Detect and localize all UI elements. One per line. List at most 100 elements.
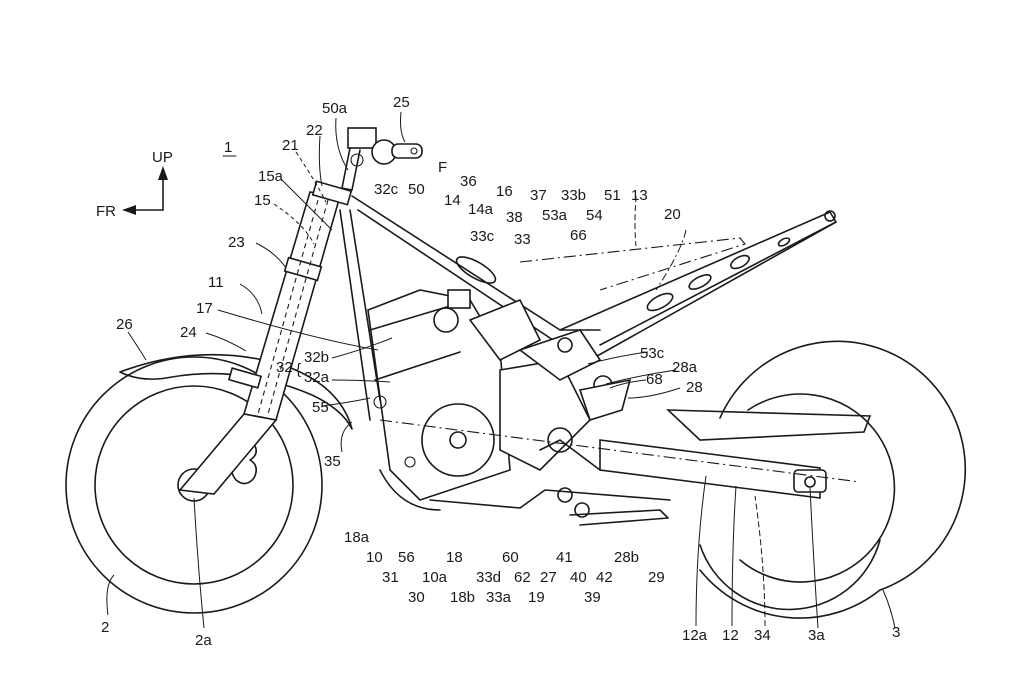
label-20: 20 xyxy=(664,206,681,223)
front-label: FR xyxy=(96,203,116,220)
throttle-body xyxy=(447,289,471,309)
label-36: 36 xyxy=(460,173,477,190)
cylinder-head-gasket-upper xyxy=(369,305,451,331)
label-27: 27 xyxy=(540,569,557,586)
subframe-hole-4 xyxy=(777,237,791,247)
label-24: 24 xyxy=(180,324,197,341)
label-39: 39 xyxy=(584,589,601,606)
label-16: 16 xyxy=(496,183,513,200)
leader-50a xyxy=(335,117,349,171)
label-14: 14 xyxy=(444,192,461,209)
frame-down-tube-2 xyxy=(339,209,371,421)
up-label: UP xyxy=(152,149,173,166)
label-18a: 18a xyxy=(344,529,370,546)
label-55: 55 xyxy=(312,399,329,416)
up-arrow-icon xyxy=(158,166,168,180)
leader-3a xyxy=(809,487,819,629)
fork-collar xyxy=(227,367,263,389)
crankcase-cover xyxy=(421,403,495,477)
leader-12 xyxy=(731,485,737,627)
leader-2 xyxy=(106,574,115,616)
label-62: 62 xyxy=(514,569,531,586)
subframe-upper xyxy=(559,211,837,346)
label-28: 28 xyxy=(686,379,703,396)
label-60: 60 xyxy=(502,549,519,566)
steering-axis-hidden xyxy=(257,199,319,415)
stem-joint xyxy=(350,153,364,167)
leader-26 xyxy=(127,331,147,361)
label-15a: 15a xyxy=(258,168,284,185)
swingarm-pivot xyxy=(547,427,573,453)
label-17: 17 xyxy=(196,300,213,317)
leader-15a xyxy=(281,179,333,231)
steering-stem xyxy=(341,147,361,191)
steering-axis-hidden-2 xyxy=(267,199,329,415)
label-54: 54 xyxy=(586,207,603,224)
rear-tire-inner xyxy=(739,393,896,583)
label-35: 35 xyxy=(324,453,341,470)
label-32a: 32a xyxy=(304,369,330,386)
label-33: 33 xyxy=(514,231,531,248)
chain-cover xyxy=(665,409,872,441)
swingarm-body xyxy=(599,439,821,499)
label-19: 19 xyxy=(528,589,545,606)
fork-clamp-lower xyxy=(283,256,323,282)
leader-17 xyxy=(217,309,379,351)
label-25: 25 xyxy=(393,94,410,111)
figure-reference-number: 1 xyxy=(224,139,232,156)
pivot-bolt xyxy=(557,337,573,353)
label-12: 12 xyxy=(722,627,739,644)
rear-tire-outer xyxy=(719,340,967,591)
label-51: 51 xyxy=(604,187,621,204)
swingarm xyxy=(379,409,872,499)
label-56: 56 xyxy=(398,549,415,566)
label-42: 42 xyxy=(596,569,613,586)
label-50a: 50a xyxy=(322,100,348,117)
leader-24 xyxy=(205,332,247,352)
label-33b: 33b xyxy=(561,187,586,204)
crankshaft xyxy=(449,431,467,449)
rear-rim xyxy=(699,539,881,611)
label-15: 15 xyxy=(254,192,271,209)
cylinder-head-gasket-lower xyxy=(374,351,461,381)
leader-53c xyxy=(587,351,649,365)
label-37: 37 xyxy=(530,187,547,204)
chain-guide xyxy=(578,378,632,421)
label-32b: 32b xyxy=(304,349,329,366)
label-2a: 2a xyxy=(195,632,212,649)
leader-68 xyxy=(609,379,647,389)
frame xyxy=(339,195,671,511)
front-arrow-icon xyxy=(122,205,136,215)
fork-lower xyxy=(178,413,278,495)
leader-12a xyxy=(695,475,707,627)
front-fender xyxy=(119,353,353,430)
seat-outline xyxy=(519,237,746,291)
leader-55 xyxy=(321,397,371,407)
frame-slot-14a xyxy=(455,256,497,284)
engine xyxy=(367,289,591,501)
leader-35 xyxy=(340,421,353,453)
label-31: 31 xyxy=(382,569,399,586)
rear-wheel xyxy=(699,340,967,619)
leader-32a xyxy=(331,379,391,383)
label-11: 11 xyxy=(208,274,224,291)
label-23: 23 xyxy=(228,234,245,251)
leader-3 xyxy=(882,589,896,629)
label-41: 41 xyxy=(556,549,573,566)
leader-13 xyxy=(634,195,637,247)
label-12a: 12a xyxy=(682,627,708,644)
label-68: 68 xyxy=(646,371,663,388)
label-30: 30 xyxy=(408,589,425,606)
label-34: 34 xyxy=(754,627,771,644)
label-33c: 33c xyxy=(470,228,495,245)
label-53a: 53a xyxy=(542,207,568,224)
leader-22 xyxy=(318,135,323,187)
subframe-hole xyxy=(730,254,750,270)
label-13: 13 xyxy=(631,187,648,204)
handlebar-assembly xyxy=(341,127,423,191)
transmission-case xyxy=(499,359,591,471)
label-22: 22 xyxy=(306,122,323,139)
brace-icon: { xyxy=(296,361,301,378)
subframe-hole-2 xyxy=(688,274,712,290)
exhaust-curve xyxy=(379,469,441,511)
